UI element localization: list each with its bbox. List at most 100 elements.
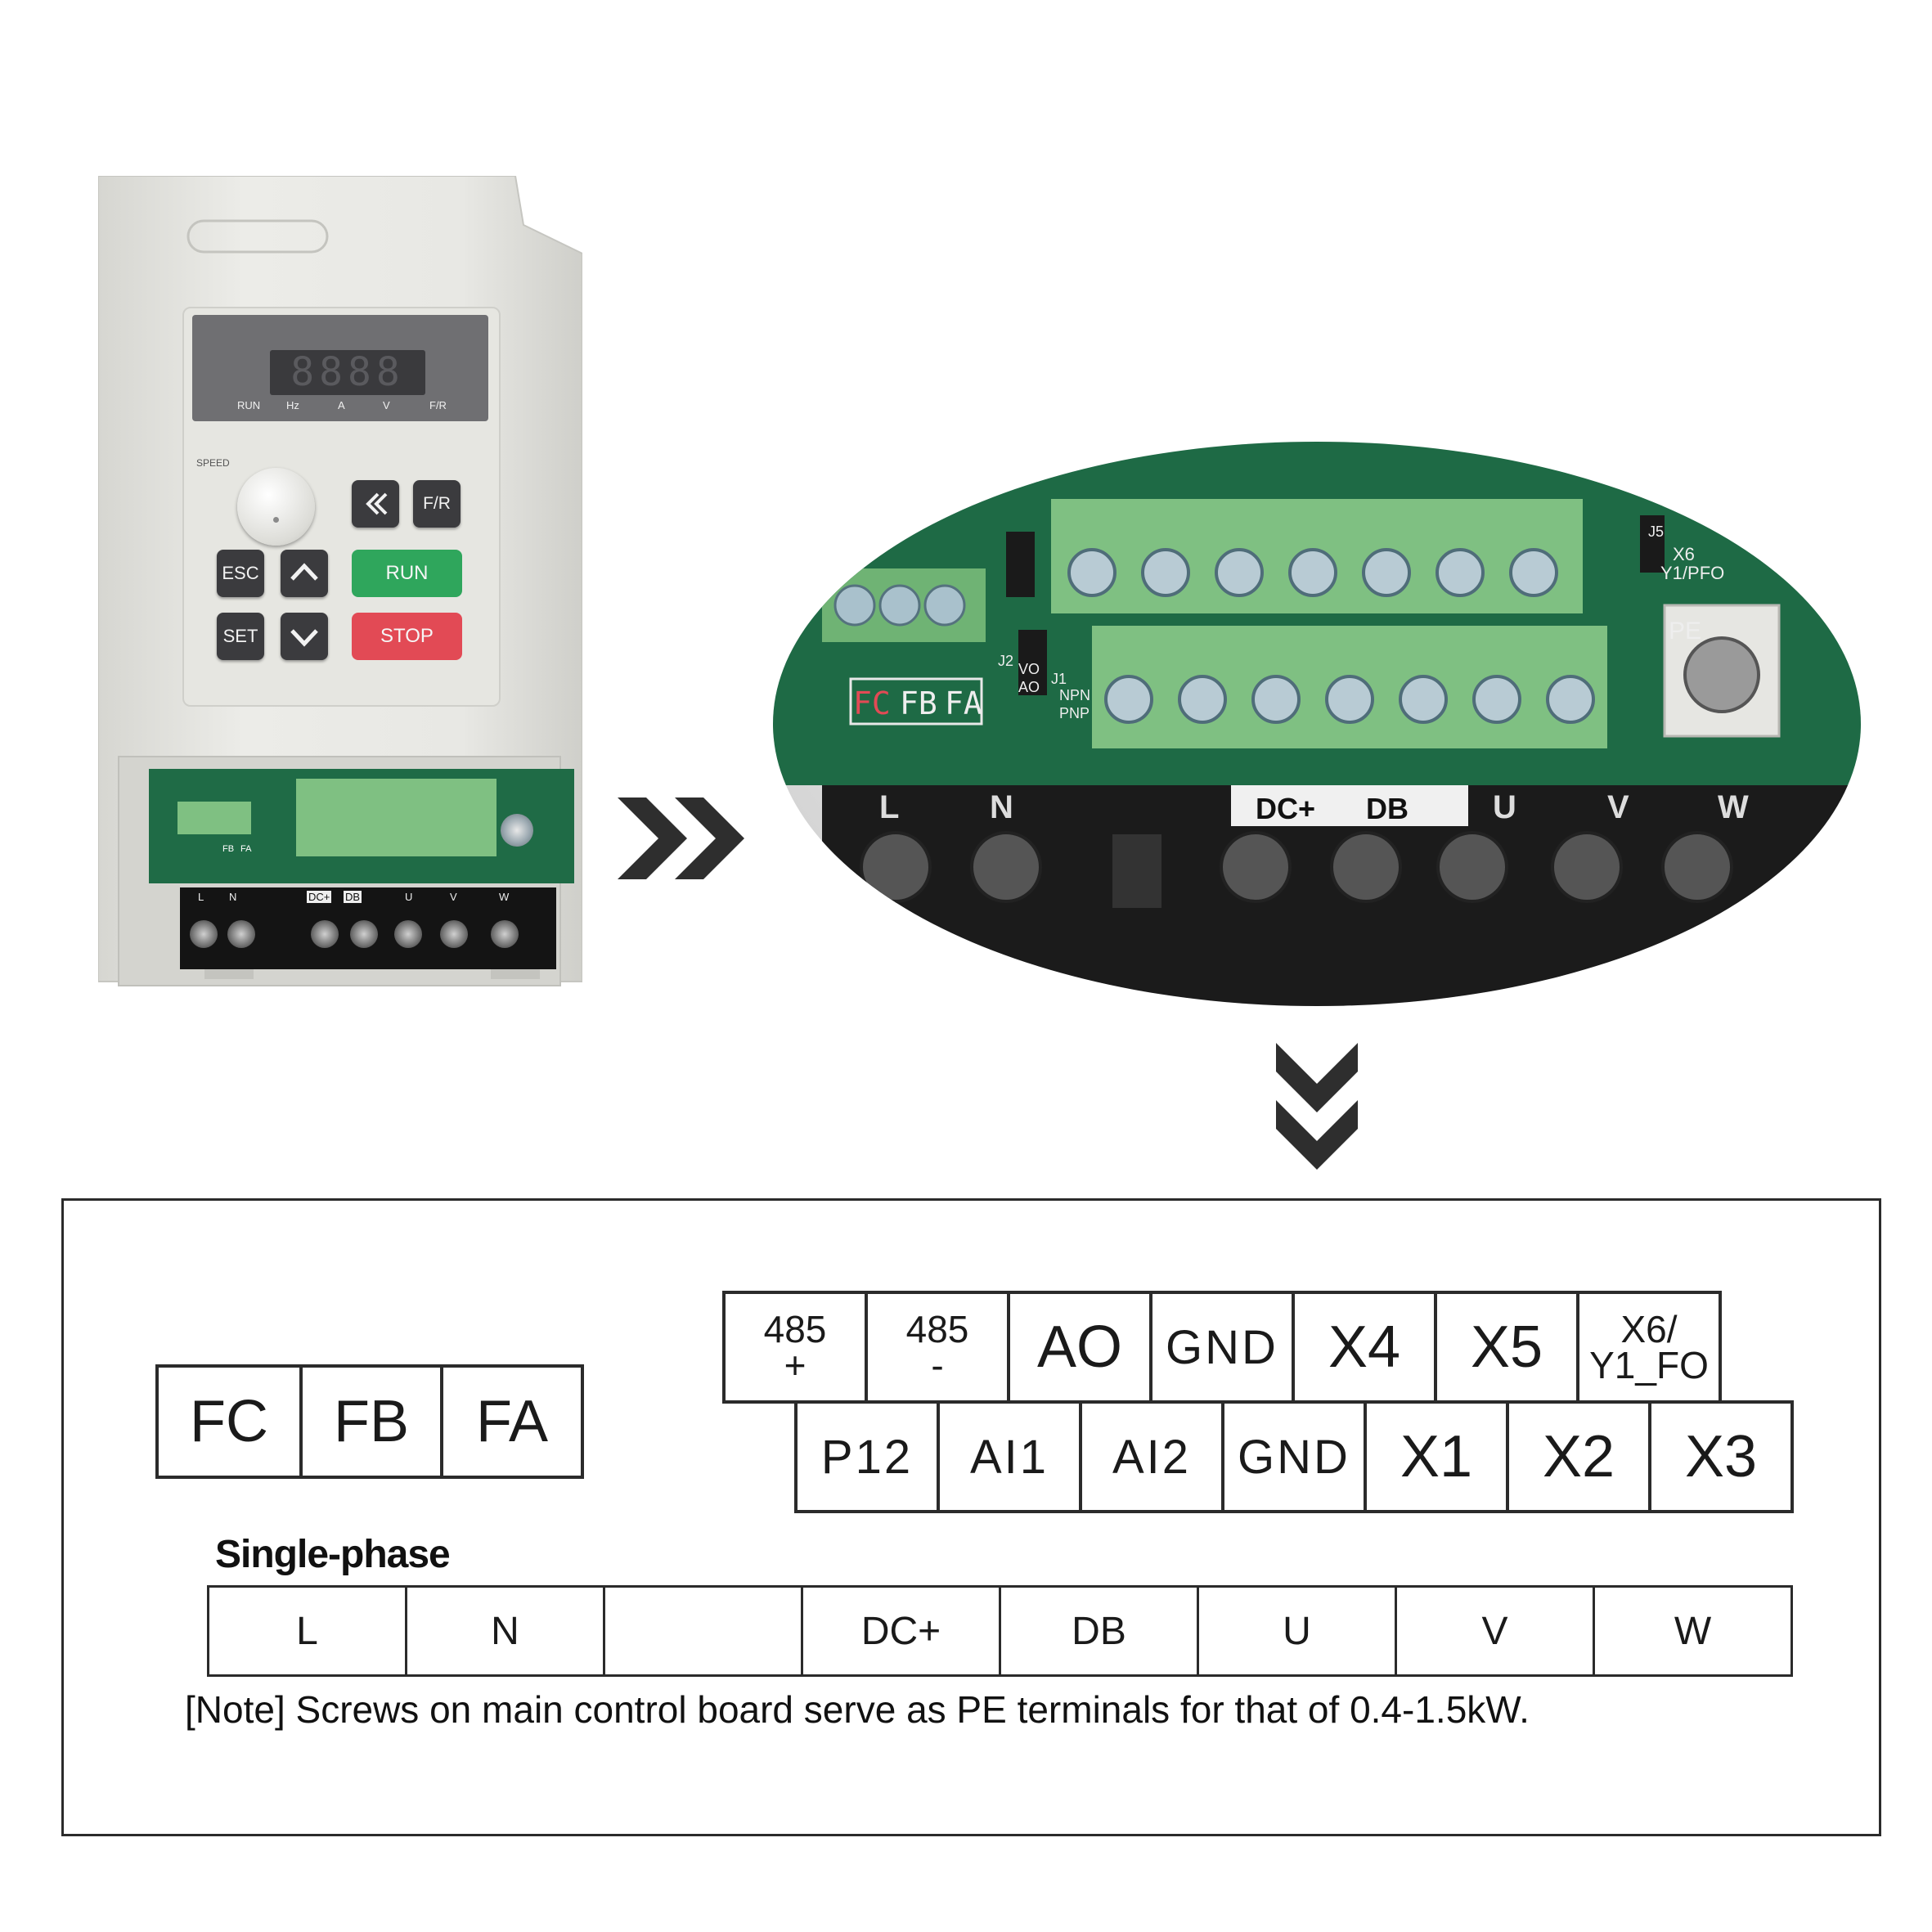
indicator-a: A xyxy=(338,399,345,411)
zoom-power-dc: DC+ xyxy=(1256,792,1316,825)
power-label-dc: DC+ xyxy=(307,891,332,903)
speed-knob[interactable] xyxy=(237,468,315,546)
zoom-label-y1pfo: Y1/PFO xyxy=(1660,563,1725,583)
knob-marker xyxy=(273,517,279,523)
terminal-screw xyxy=(394,920,422,948)
power-label-u: U xyxy=(405,891,413,903)
led-display: 8888 xyxy=(270,350,425,395)
ctrl-cell-x4: X4 xyxy=(1292,1291,1437,1404)
stop-button[interactable]: STOP xyxy=(352,613,462,660)
power-label-db: DB xyxy=(344,891,362,903)
ctrl-cell-x1: X1 xyxy=(1364,1400,1509,1513)
power-cell-v: V xyxy=(1395,1585,1595,1677)
ctrl-485m-line1: 485 xyxy=(905,1308,969,1350)
zoom-pcb-illustration xyxy=(773,442,1861,1006)
power-label-l: L xyxy=(198,891,204,903)
zoom-power-v: V xyxy=(1607,789,1629,825)
pe-note: [Note] Screws on main control board serv… xyxy=(185,1688,1530,1731)
zoom-label-j1: J1 xyxy=(1051,671,1067,687)
zoom-label-j2: J2 xyxy=(998,653,1014,669)
display-window: 8888 RUN Hz A V F/R xyxy=(192,315,488,421)
power-terminal-strip: L N DC+ DB U V W xyxy=(180,887,556,969)
ctrl-cell-x5: X5 xyxy=(1434,1291,1579,1404)
ctrl-485p-line2: + xyxy=(784,1344,806,1386)
indicator-hz: Hz xyxy=(286,399,299,411)
control-terminal-block xyxy=(296,779,496,856)
power-label-v: V xyxy=(450,891,457,903)
set-button[interactable]: SET xyxy=(217,613,264,660)
ctrl-cell-485-minus: 485 - xyxy=(865,1291,1010,1404)
power-label-w: W xyxy=(499,891,510,903)
run-button[interactable]: RUN xyxy=(352,550,462,597)
ctrl-cell-gnd-top: GND xyxy=(1149,1291,1295,1404)
zoom-power-n: N xyxy=(990,789,1013,825)
ctrl-x6-line2: Y1_FO xyxy=(1589,1344,1709,1386)
wiring-diagram: FC FB FA 485 + 485 - AO GND X4 X5 X6/ Y1… xyxy=(61,1198,1881,1836)
zoom-label-npn: NPN xyxy=(1059,687,1091,703)
relay-cell-fa: FA xyxy=(440,1364,584,1479)
terminal-screw xyxy=(190,920,218,948)
ctrl-cell-gnd-bottom: GND xyxy=(1221,1400,1367,1513)
relay-cell-fb: FB xyxy=(299,1364,443,1479)
terminal-screw xyxy=(311,920,339,948)
ctrl-cell-x2: X2 xyxy=(1506,1400,1651,1513)
terminal-screw xyxy=(440,920,468,948)
zoom-label-j5: J5 xyxy=(1648,523,1665,540)
single-phase-title: Single-phase xyxy=(215,1533,451,1576)
zoom-power-u: U xyxy=(1493,789,1516,825)
zoom-power-db: DB xyxy=(1366,792,1409,825)
up-button[interactable] xyxy=(281,550,328,597)
power-cell-db: DB xyxy=(999,1585,1199,1677)
ctrl-cell-ai2: AI2 xyxy=(1079,1400,1224,1513)
relay-label-fb: FB xyxy=(222,844,235,854)
terminal-screw xyxy=(350,920,378,948)
zoom-label-x6: X6 xyxy=(1673,544,1695,564)
up-chevron-icon xyxy=(290,563,318,581)
power-cell-n: N xyxy=(405,1585,605,1677)
down-chevron-icon xyxy=(290,629,318,647)
ctrl-cell-x6-y1fo: X6/ Y1_FO xyxy=(1576,1291,1722,1404)
double-right-chevron-icon xyxy=(618,798,744,879)
terminal-screw xyxy=(491,920,519,948)
power-cell-w: W xyxy=(1593,1585,1793,1677)
zoom-relay-fb: FB xyxy=(900,685,937,721)
control-board: FB FA xyxy=(149,769,574,883)
terminal-screw xyxy=(227,920,255,948)
power-cell-empty xyxy=(603,1585,803,1677)
ctrl-cell-p12: P12 xyxy=(794,1400,940,1513)
power-label-n: N xyxy=(229,891,237,903)
keypad-panel: 8888 RUN Hz A V F/R SPEED F/R ESC RUN SE… xyxy=(182,307,501,707)
indicator-run: RUN xyxy=(237,399,261,411)
zoom-relay-fa: FA xyxy=(945,685,982,721)
down-button[interactable] xyxy=(281,613,328,660)
relay-label-fa: FA xyxy=(240,844,252,854)
fr-button[interactable]: F/R xyxy=(413,480,461,528)
esc-button[interactable]: ESC xyxy=(217,550,264,597)
zoom-label-pe: PE xyxy=(1669,618,1702,645)
zoom-power-l: L xyxy=(879,789,900,825)
relay-cell-fc: FC xyxy=(155,1364,303,1479)
ctrl-485m-line2: - xyxy=(931,1344,944,1386)
power-cell-dc-plus: DC+ xyxy=(801,1585,1001,1677)
zoom-relay-fc: FC xyxy=(853,685,891,721)
ctrl-cell-x3: X3 xyxy=(1648,1400,1794,1513)
indicator-fr: F/R xyxy=(429,399,447,411)
double-down-chevron-icon xyxy=(1276,1043,1358,1170)
power-cell-l: L xyxy=(207,1585,407,1677)
indicator-v: V xyxy=(383,399,390,411)
zoom-label-vo: VO xyxy=(1018,661,1040,677)
zoom-label-pnp: PNP xyxy=(1059,705,1090,721)
inverter-device: 8888 RUN Hz A V F/R SPEED F/R ESC RUN SE… xyxy=(98,176,582,998)
ctrl-cell-ao: AO xyxy=(1007,1291,1152,1404)
zoom-power-w: W xyxy=(1718,789,1749,825)
power-cell-u: U xyxy=(1197,1585,1397,1677)
zoom-label-ao: AO xyxy=(1018,679,1040,695)
ctrl-cell-485-plus: 485 + xyxy=(722,1291,868,1404)
double-left-chevron-icon xyxy=(366,492,388,515)
ctrl-cell-ai1: AI1 xyxy=(937,1400,1082,1513)
relay-terminal-block xyxy=(177,802,251,834)
speed-label: SPEED xyxy=(196,457,230,469)
shift-left-button[interactable] xyxy=(352,480,399,528)
terminal-zoom-view: FC FB FA J2 VO AO J1 NPN PNP J5 X6 Y1/PF… xyxy=(773,442,1861,1006)
ctrl-485p-line1: 485 xyxy=(763,1308,827,1350)
